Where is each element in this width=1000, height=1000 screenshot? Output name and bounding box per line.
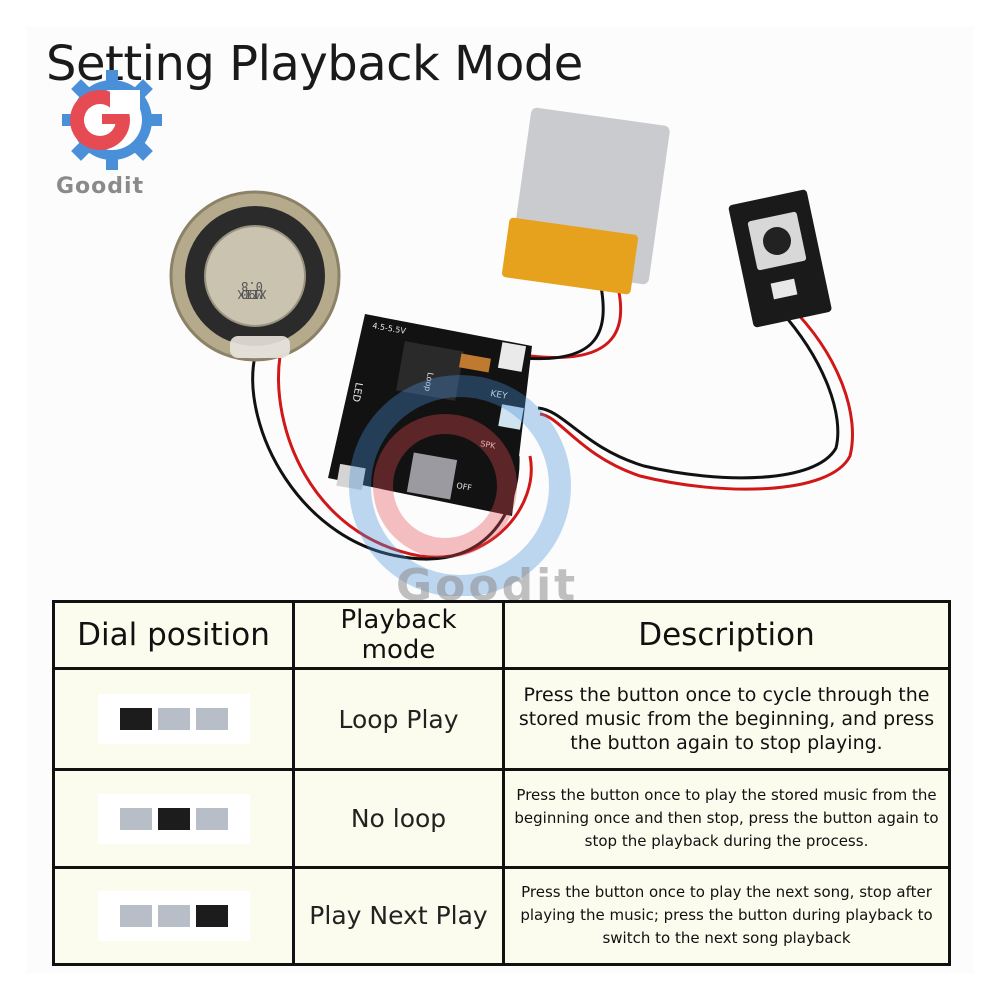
- header-dial-position: Dial position: [52, 600, 295, 670]
- playback-mode-table: Dial position Playback mode Description …: [52, 600, 951, 967]
- table-header-row: Dial position Playback mode Description: [52, 600, 951, 670]
- dial-slot: [119, 904, 152, 927]
- dial-switch-icon: [97, 694, 250, 745]
- dial-position-cell: [52, 768, 295, 869]
- playback-mode-cell: No loop: [292, 768, 505, 869]
- pcb-label: SPK: [480, 439, 497, 451]
- product-illustration: M90 0.8 XIIX LED 4.5-5.5V KEY SPK OFF Lo…: [169, 107, 854, 596]
- brand-logo: Goodit: [52, 68, 168, 208]
- playback-mode-cell: Loop Play: [292, 666, 505, 772]
- speaker-marking: M90: [241, 287, 263, 301]
- button-module-image: [728, 189, 832, 328]
- table-row: Play Next Play Press the button once to …: [52, 865, 951, 967]
- dial-slot-active: [119, 708, 152, 731]
- header-playback-mode: Playback mode: [292, 600, 505, 670]
- speaker-marking: XIIX: [237, 287, 267, 301]
- speaker-image: M90 0.8 XIIX: [169, 190, 341, 362]
- table-row: No loop Press the button once to play th…: [52, 768, 951, 869]
- playback-mode-cell: Play Next Play: [292, 865, 505, 967]
- dial-slot: [157, 904, 190, 927]
- dial-slot: [119, 807, 152, 830]
- dial-slot-active: [195, 904, 228, 927]
- gear-logo-icon: [62, 70, 162, 170]
- watermark-gear-icon: [349, 375, 571, 596]
- dial-slot-active: [157, 807, 190, 830]
- speaker-marking: 0.8: [241, 279, 263, 293]
- description-cell: Press the button once to play the stored…: [502, 768, 951, 869]
- description-cell: Press the button once to play the next s…: [502, 865, 951, 967]
- dial-switch-icon: [97, 890, 250, 941]
- pcb-label: KEY: [489, 389, 508, 402]
- pcb-board-image: LED 4.5-5.5V KEY SPK OFF Loop: [328, 314, 532, 516]
- battery-image: [501, 107, 670, 295]
- pcb-label: Loop: [423, 372, 435, 392]
- logo-text: Goodit: [56, 174, 145, 199]
- dial-position-cell: [52, 666, 295, 772]
- page-title: Setting Playback Mode: [46, 36, 583, 92]
- description-cell: Press the button once to cycle through t…: [502, 666, 951, 772]
- header-description: Description: [502, 600, 951, 670]
- pcb-label: LED: [350, 381, 364, 402]
- pcb-label: OFF: [456, 481, 473, 493]
- dial-slot: [195, 708, 228, 731]
- dial-slot: [195, 807, 228, 830]
- dial-slot: [157, 708, 190, 731]
- dial-switch-icon: [97, 793, 250, 844]
- table-row: Loop Play Press the button once to cycle…: [52, 666, 951, 772]
- dial-position-cell: [52, 865, 295, 967]
